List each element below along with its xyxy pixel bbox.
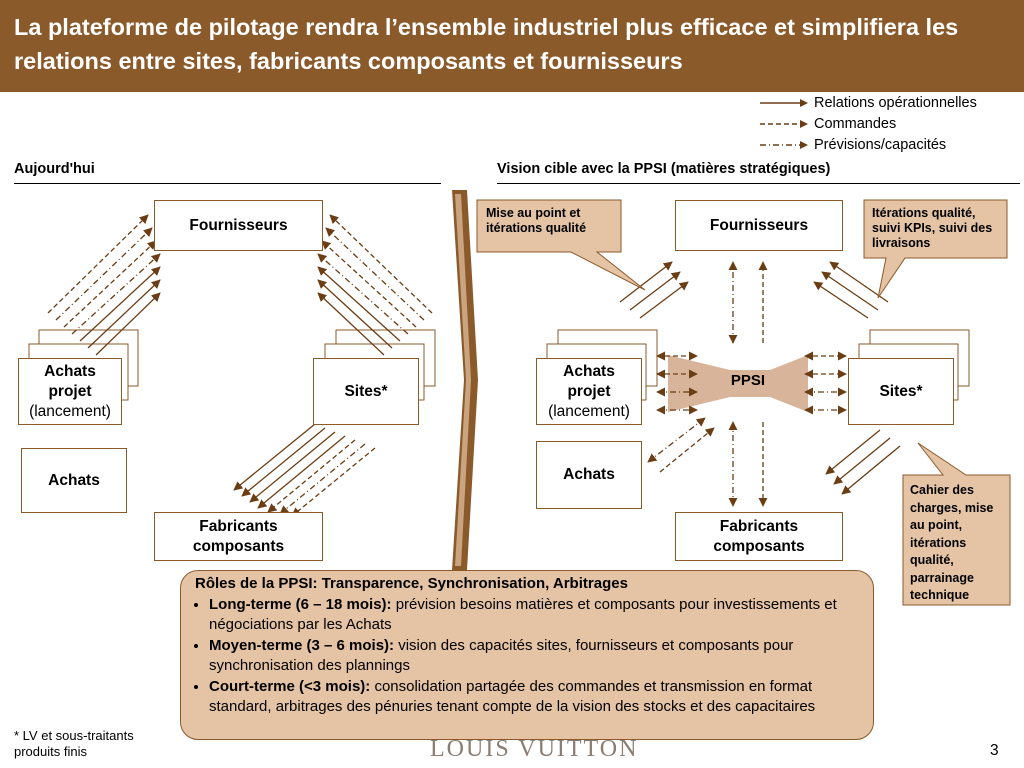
box-label: composants	[713, 537, 805, 555]
box-label: projet	[48, 382, 92, 400]
left-achats-box: Achats	[21, 448, 127, 513]
box-label: Achats	[563, 466, 615, 483]
footnote: * LV et sous-traitants produits finis	[14, 728, 134, 760]
achats-ppsi-diagonal-arrows	[647, 417, 715, 473]
legend-label: Relations opérationnelles	[814, 95, 977, 111]
legend-item-solid: Relations opérationnelles	[760, 93, 977, 113]
right-fournisseurs-box: Fournisseurs	[675, 200, 843, 251]
ppsi-sites-arrows	[804, 351, 847, 415]
box-label: Sites*	[879, 382, 923, 400]
right-achats-to-fournisseurs-arrows	[619, 261, 689, 319]
box-label: Fabricants	[199, 517, 278, 535]
callout-mise-au-point: Mise au point et itérations qualité	[486, 206, 587, 235]
legend-label: Commandes	[814, 116, 897, 132]
callout-iterations: Itérations qualité, suivi KPIs, suivi de…	[872, 206, 993, 250]
right-sites-box: Sites*	[848, 358, 954, 425]
legend-label: Prévisions/capacités	[814, 137, 947, 153]
right-fabricants-box: Fabricants composants	[675, 512, 843, 561]
roles-term: Long-terme (6 – 18 mois):	[209, 595, 392, 613]
callout-cahier-shape	[902, 442, 1011, 606]
roles-text: prévision besoins matières et composants…	[209, 595, 837, 634]
box-label: (lancement)	[29, 402, 111, 420]
roles-term: Court-terme (<3 mois):	[209, 677, 371, 695]
dashed-arrow-icon	[760, 120, 808, 128]
ppsi-bowtie	[668, 355, 808, 412]
roles-item-long-term: Long-terme (6 – 18 mois): prévision beso…	[209, 595, 863, 636]
footnote-line: * LV et sous-traitants	[14, 728, 134, 743]
right-achats-projet-box: Achats projet (lancement)	[536, 358, 642, 425]
roles-term: Moyen-terme (3 – 6 mois):	[209, 636, 395, 654]
box-label: Achats	[44, 362, 96, 380]
transition-chevron	[452, 190, 478, 570]
box-label: Fournisseurs	[709, 216, 809, 234]
right-sites-to-fournisseurs-arrows	[813, 261, 889, 319]
page-title: La plateforme de pilotage rendra l’ensem…	[14, 14, 959, 74]
left-sites-to-fabricants-arrows	[233, 423, 376, 517]
title-bar	[0, 0, 1024, 92]
box-label: (lancement)	[548, 402, 630, 420]
section-heading-vision: Vision cible avec la PPSI (matières stra…	[497, 161, 831, 177]
transition-chevron-highlight	[455, 194, 471, 566]
box-label: Fabricants	[719, 517, 799, 535]
callout-iterations-shape	[863, 199, 1008, 299]
box-label: Achats	[48, 471, 100, 489]
brand-logo: LOUIS VUITTON	[430, 736, 639, 762]
ppsi-fournisseurs-arrows	[728, 261, 768, 344]
footnote-line: produits finis	[14, 744, 87, 759]
roles-item-short-term: Court-terme (<3 mois): consolidation par…	[209, 677, 863, 718]
left-fournisseurs-box: Fournisseurs	[154, 200, 323, 251]
right-achats-box: Achats	[536, 441, 642, 509]
right-sites-to-fabricants-arrows	[825, 429, 901, 495]
roles-box: Rôles de la PPSI: Transparence, Synchron…	[180, 570, 874, 740]
box-label: projet	[567, 382, 611, 400]
section-heading-today: Aujourd'hui	[14, 161, 95, 177]
roles-heading: Rôles de la PPSI: Transparence, Synchron…	[195, 575, 628, 592]
achats-ppsi-arrows	[656, 351, 698, 415]
roles-text: vision des capacités sites, fournisseurs…	[209, 636, 794, 675]
legend-item-dashdot: Prévisions/capacités	[760, 135, 946, 155]
box-label: Fournisseurs	[189, 216, 288, 234]
left-achats-projet-box: Achats projet (lancement)	[18, 358, 122, 425]
legend-item-dashed: Commandes	[760, 114, 896, 134]
box-label: Sites*	[344, 382, 388, 400]
solid-arrow-icon	[760, 99, 808, 107]
roles-text: consolidation partagée des commandes et …	[209, 677, 816, 716]
box-label: Achats	[563, 362, 615, 380]
box-label: composants	[192, 537, 285, 555]
dashdot-arrow-icon	[760, 141, 808, 149]
page-number: 3	[990, 742, 999, 759]
roles-list: Long-terme (6 – 18 mois): prévision beso…	[195, 595, 863, 718]
ppsi-label: PPSI	[730, 372, 766, 389]
left-sites-box: Sites*	[313, 358, 419, 425]
callout-mise-au-point-shape	[476, 199, 646, 291]
left-sites-to-fournisseurs-arrows	[317, 214, 433, 356]
left-fabricants-box: Fabricants composants	[154, 512, 323, 561]
roles-item-mid-term: Moyen-terme (3 – 6 mois): vision des cap…	[209, 636, 863, 677]
ppsi-fabricants-arrows	[728, 421, 768, 507]
left-achats-to-fournisseurs-arrows	[47, 214, 161, 356]
callout-cahier: Cahier des charges, mise au point, itéra…	[910, 483, 994, 602]
